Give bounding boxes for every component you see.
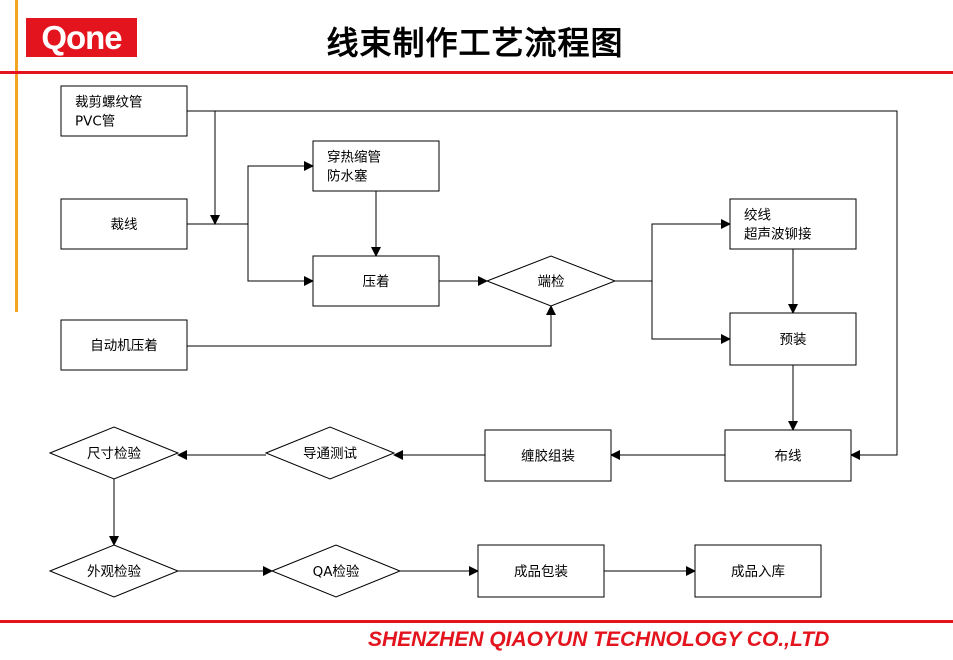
node-warehousing: 成品入库 <box>694 544 822 598</box>
node-label: 裁剪螺纹管 <box>75 95 143 111</box>
decision-diamond <box>48 426 180 480</box>
logo-text: Qone <box>41 19 122 56</box>
process-box <box>694 544 822 598</box>
header-divider <box>0 71 953 74</box>
node-label: 绞线 <box>744 207 771 224</box>
process-box <box>60 319 188 371</box>
footer-divider <box>0 620 953 623</box>
process-box <box>60 85 188 137</box>
node-label: PVC管 <box>75 114 115 130</box>
edge-auto_crimp-to-terminal_check <box>187 305 556 347</box>
decision-diamond <box>270 544 402 598</box>
accent-bar <box>15 0 18 312</box>
process-box <box>477 544 605 598</box>
node-label: 缠胶组装 <box>521 448 575 465</box>
process-box <box>729 312 857 366</box>
node-label: 成品包装 <box>514 564 568 580</box>
node-cut-wire: 裁线 <box>60 198 188 250</box>
node-label: 外观检验 <box>87 564 141 580</box>
node-appearance-check: 外观检验 <box>48 544 180 598</box>
edge-cut_wire-to-heat_shrink <box>187 161 314 225</box>
process-box <box>312 140 440 192</box>
page-title: 线束制作工艺流程图 <box>326 24 624 62</box>
node-label: 成品入库 <box>731 564 785 580</box>
decision-diamond <box>264 426 396 480</box>
process-box <box>484 429 612 482</box>
edge-terminal_check-to-pre_assembly <box>651 281 731 344</box>
node-label: 预装 <box>780 332 807 348</box>
process-box <box>724 429 852 482</box>
node-label: 端检 <box>538 274 566 290</box>
node-label: 超声波铆接 <box>744 226 812 243</box>
node-label: 压着 <box>363 273 390 290</box>
footer-company: SHENZHEN QIAOYUN TECHNOLOGY CO.,LTD <box>368 628 830 651</box>
decision-diamond <box>48 544 180 598</box>
node-pre-assembly: 预装 <box>729 312 857 366</box>
node-crimp: 压着 <box>312 255 440 307</box>
edge-cut_wire-to-crimp <box>247 224 314 286</box>
node-dimension-check: 尺寸检验 <box>48 426 180 480</box>
process-box <box>312 255 440 307</box>
edge-terminal_check-to-twist_weld <box>615 219 731 282</box>
node-auto-crimp: 自动机压着 <box>60 319 188 371</box>
node-label: 穿热缩管 <box>327 150 381 166</box>
node-label: 尺寸检验 <box>87 446 141 462</box>
edge-cut_pipe-to-wiring <box>187 110 898 460</box>
company-logo: Qone <box>26 18 137 57</box>
process-box <box>60 198 188 250</box>
node-tape-assembly: 缠胶组装 <box>484 429 612 482</box>
node-label: 自动机压着 <box>90 337 158 354</box>
process-box <box>729 198 857 250</box>
node-label: 裁线 <box>111 217 138 233</box>
node-cut-pipe: 裁剪螺纹管 PVC管 <box>60 85 188 137</box>
node-label: QA检验 <box>313 564 360 580</box>
node-label: 布线 <box>775 449 802 465</box>
decision-diamond <box>485 255 617 307</box>
node-label: 防水塞 <box>327 168 368 185</box>
node-wiring: 布线 <box>724 429 852 482</box>
node-continuity-test: 导通测试 <box>264 426 396 480</box>
node-packing: 成品包装 <box>477 544 605 598</box>
node-terminal-check: 端检 <box>485 255 617 307</box>
node-label: 导通测试 <box>303 446 357 462</box>
node-qa-check: QA检验 <box>270 544 402 598</box>
